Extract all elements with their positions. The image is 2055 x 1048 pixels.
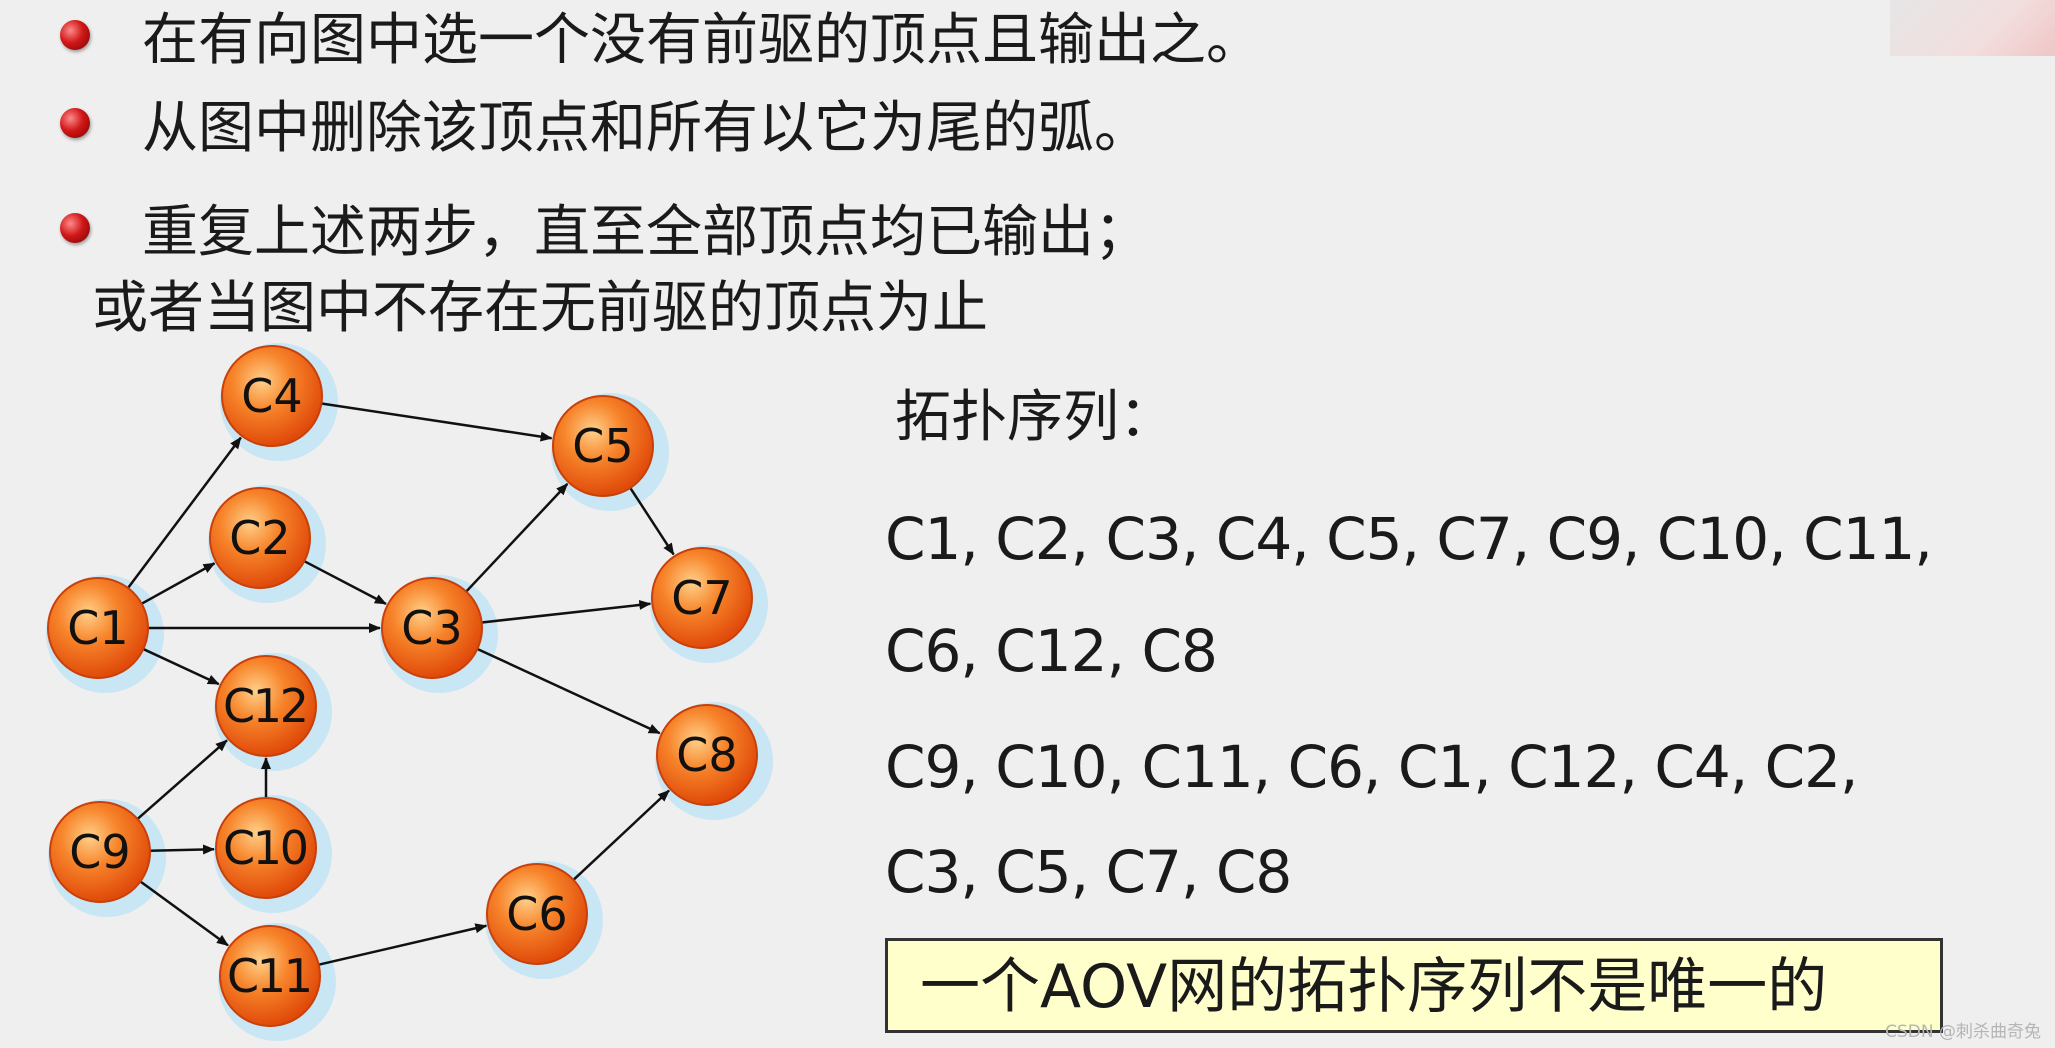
edge-c2-to-c3 [303,560,387,605]
node-c9: C9 [49,801,151,903]
node-circle [219,925,321,1027]
edge-c9-to-c10 [149,844,216,855]
bullet-item-3: 重复上述两步，直至全部顶点均已输出； 或者当图中不存在无前驱的顶点为止 [60,195,1150,347]
edge-c1-to-c12 [142,647,220,686]
node-label: C2 [229,511,290,565]
bullet-item-2: 从图中删除该顶点和所有以它为尾的弧。 [60,90,1150,168]
node-circle [209,487,311,589]
node-circle [656,704,758,806]
node-label: C3 [401,601,462,655]
node-label: C12 [223,679,309,733]
node-c8: C8 [656,704,758,806]
presenter-thumbnail [1890,0,2055,56]
node-c6: C6 [486,863,588,965]
bullet-dot-icon [60,108,90,138]
edge-c3-to-c7 [481,599,652,624]
bullet-item-1: 在有向图中选一个没有前驱的顶点且输出之。 [60,2,1262,80]
node-c10: C10 [215,797,317,899]
edge-c6-to-c8 [572,789,670,881]
bullet-text-1: 在有向图中选一个没有前驱的顶点且输出之。 [142,8,1262,73]
edge-c1-to-c2 [141,562,216,605]
edge-c9-to-c12 [136,739,228,820]
edge-c11-to-c6 [318,923,488,966]
edge-c4-to-c5 [321,402,553,442]
bullet-text-3-line-2: 或者当图中不存在无前驱的顶点为止 [92,276,988,341]
sequence-line-4: C3, C5, C7, C8 [885,838,1292,906]
node-c12: C12 [215,655,317,757]
node-circle [49,801,151,903]
bullet-text-3: 重复上述两步，直至全部顶点均已输出； 或者当图中不存在无前驱的顶点为止 [92,195,1150,347]
node-circle [381,577,483,679]
node-label: C5 [572,419,633,473]
edge-c3-to-c5 [465,483,569,593]
node-c5: C5 [552,395,654,497]
edge-c1-to-c4 [127,436,242,589]
node-c2: C2 [209,487,311,589]
node-label: C11 [227,949,313,1003]
node-circle [651,547,753,649]
node-label: C9 [69,825,130,879]
node-c4: C4 [221,345,323,447]
bullet-dot-icon [60,20,90,50]
bullet-dot-icon [60,213,90,243]
node-c11: C11 [219,925,321,1027]
topological-sequence-title: 拓扑序列： [895,385,1175,450]
node-circle [215,655,317,757]
node-circle [552,395,654,497]
node-label: C4 [241,369,302,423]
node-c3: C3 [381,577,483,679]
edge-c5-to-c7 [629,487,675,556]
note-box: 一个AOV网的拓扑序列不是唯一的 [885,938,1943,1033]
node-circle [221,345,323,447]
node-circle [486,863,588,965]
node-c1: C1 [47,577,149,679]
node-label: C6 [506,887,567,941]
node-circle [215,797,317,899]
bullet-text-3-line-1: 重复上述两步，直至全部顶点均已输出； [142,200,1150,265]
node-label: C1 [67,601,128,655]
edge-c9-to-c11 [139,880,229,947]
edge-c3-to-c8 [476,647,661,735]
bullet-text-2: 从图中删除该顶点和所有以它为尾的弧。 [142,96,1150,161]
node-c7: C7 [651,547,753,649]
watermark: CSDN @刺杀曲奇兔 [1885,1022,2041,1042]
node-label: C8 [676,728,737,782]
node-label: C10 [223,821,309,875]
node-circle [47,577,149,679]
sequence-line-1: C1, C2, C3, C4, C5, C7, C9, C10, C11, [885,505,1933,573]
sequence-line-2: C6, C12, C8 [885,617,1218,685]
node-label: C7 [671,571,732,625]
sequence-line-3: C9, C10, C11, C6, C1, C12, C4, C2, [885,733,1858,801]
